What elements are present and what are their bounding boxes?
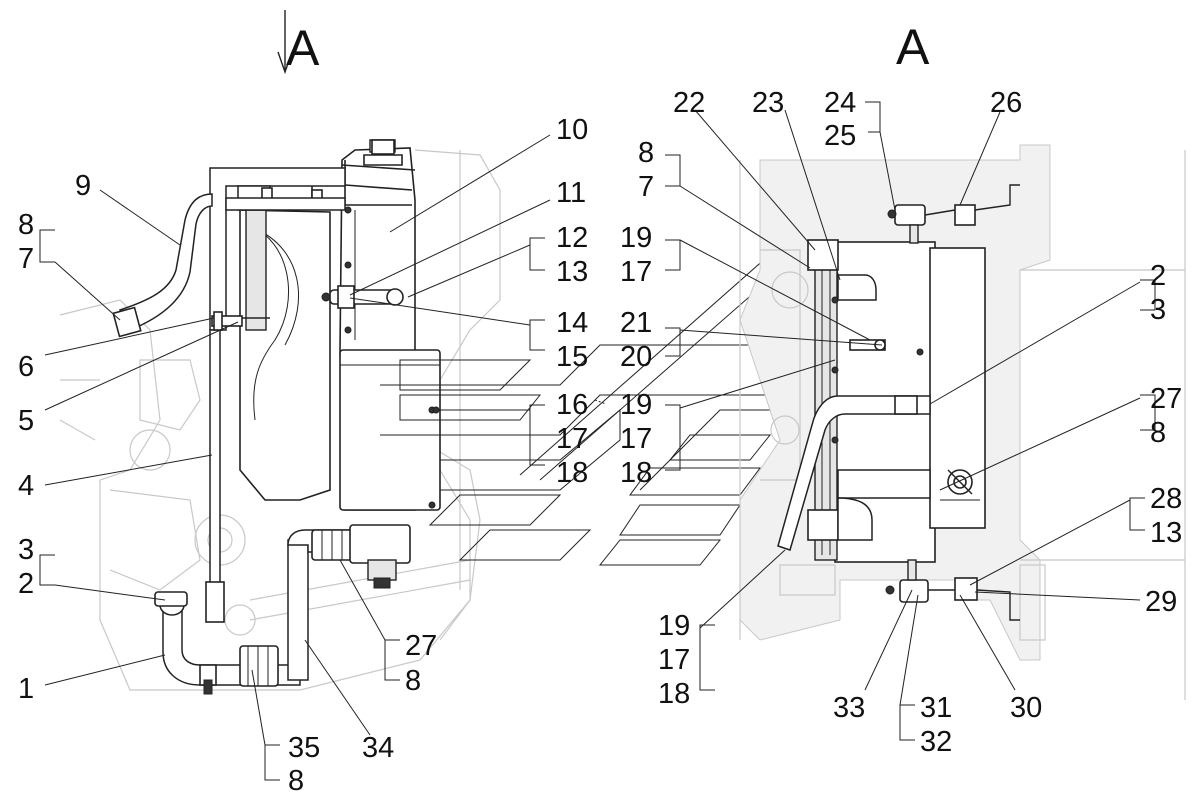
callout-8: 8 — [18, 209, 34, 241]
callout-17-right-upper: 17 — [620, 256, 652, 288]
right-upper-elbow — [837, 274, 886, 351]
left-fan-shroud — [239, 209, 331, 501]
callout-18-right-lower: 18 — [658, 678, 690, 710]
callout-32: 32 — [920, 726, 952, 758]
left-view: А — [18, 10, 861, 797]
left-bracket — [211, 311, 270, 331]
callout-18: 18 — [556, 457, 588, 489]
left-view-title: А — [286, 20, 320, 76]
left-pipe-34 — [287, 524, 411, 681]
callout-17-right-lower: 17 — [658, 644, 690, 676]
callout-13-right: 13 — [1150, 517, 1182, 549]
callout-31: 31 — [920, 692, 952, 724]
left-leaders — [39, 134, 607, 781]
right-top-bracket — [887, 184, 1020, 244]
callout-7-right: 7 — [638, 171, 654, 203]
callout-17: 17 — [556, 423, 588, 455]
right-lower-outlet — [837, 469, 973, 541]
callout-33: 33 — [833, 692, 865, 724]
callout-13: 13 — [556, 256, 588, 288]
callout-29: 29 — [1145, 586, 1177, 618]
left-clamp-11 — [321, 285, 404, 309]
callout-2-right: 2 — [1150, 260, 1166, 292]
right-diagonal-hose — [777, 395, 931, 551]
left-callouts: 9 8 7 6 5 4 3 2 1 10 11 12 13 14 15 16 1… — [18, 114, 588, 797]
callout-23: 23 — [752, 87, 784, 119]
callout-8-right-lower: 8 — [1150, 417, 1166, 449]
right-callouts: 22 23 24 25 26 8 7 19 17 21 20 19 17 18 … — [620, 87, 1182, 758]
callout-3-right: 3 — [1150, 294, 1166, 326]
left-lower-pipe — [154, 591, 301, 695]
callout-26: 26 — [990, 87, 1022, 119]
callout-34: 34 — [362, 732, 394, 764]
callout-14: 14 — [556, 307, 588, 339]
callout-21: 21 — [620, 307, 652, 339]
callout-2: 2 — [18, 568, 34, 600]
left-radiator — [339, 139, 441, 511]
right-view-title: А — [896, 19, 930, 75]
callout-11: 11 — [556, 177, 586, 209]
left-background-engine — [59, 149, 501, 691]
right-bottom-bracket — [885, 559, 1020, 621]
callout-19-right-upper: 19 — [620, 222, 652, 254]
callout-19-right-lower: 19 — [658, 610, 690, 642]
callout-9: 9 — [75, 170, 91, 202]
right-view: А — [620, 19, 1186, 758]
callout-25: 25 — [824, 120, 856, 152]
callout-20: 20 — [620, 341, 652, 373]
left-hose-9 — [112, 193, 213, 338]
callout-16: 16 — [556, 389, 588, 421]
callout-15: 15 — [556, 341, 588, 373]
callout-6: 6 — [18, 351, 34, 383]
callout-10: 10 — [556, 114, 588, 146]
callout-27-left: 27 — [405, 630, 437, 662]
callout-24: 24 — [824, 87, 856, 119]
callout-19-right-mid: 19 — [620, 389, 652, 421]
callout-35: 35 — [288, 732, 320, 764]
callout-8-left-lower: 8 — [405, 665, 421, 697]
callout-12: 12 — [556, 222, 588, 254]
callout-17-right-mid: 17 — [620, 423, 652, 455]
callout-3: 3 — [18, 534, 34, 566]
callout-8-left-bottom: 8 — [288, 765, 304, 797]
callout-5: 5 — [18, 405, 34, 437]
left-vertical-tube — [205, 329, 225, 623]
callout-28: 28 — [1150, 483, 1182, 515]
callout-30: 30 — [1010, 692, 1042, 724]
callout-22: 22 — [673, 87, 705, 119]
callout-7: 7 — [18, 243, 34, 275]
right-leaders — [665, 101, 1156, 741]
left-view-arrow — [277, 10, 293, 75]
callout-18-right-mid: 18 — [620, 457, 652, 489]
callout-8-right: 8 — [638, 137, 654, 169]
callout-1: 1 — [18, 673, 34, 705]
callout-4: 4 — [18, 470, 34, 502]
callout-27-right: 27 — [1150, 383, 1182, 415]
